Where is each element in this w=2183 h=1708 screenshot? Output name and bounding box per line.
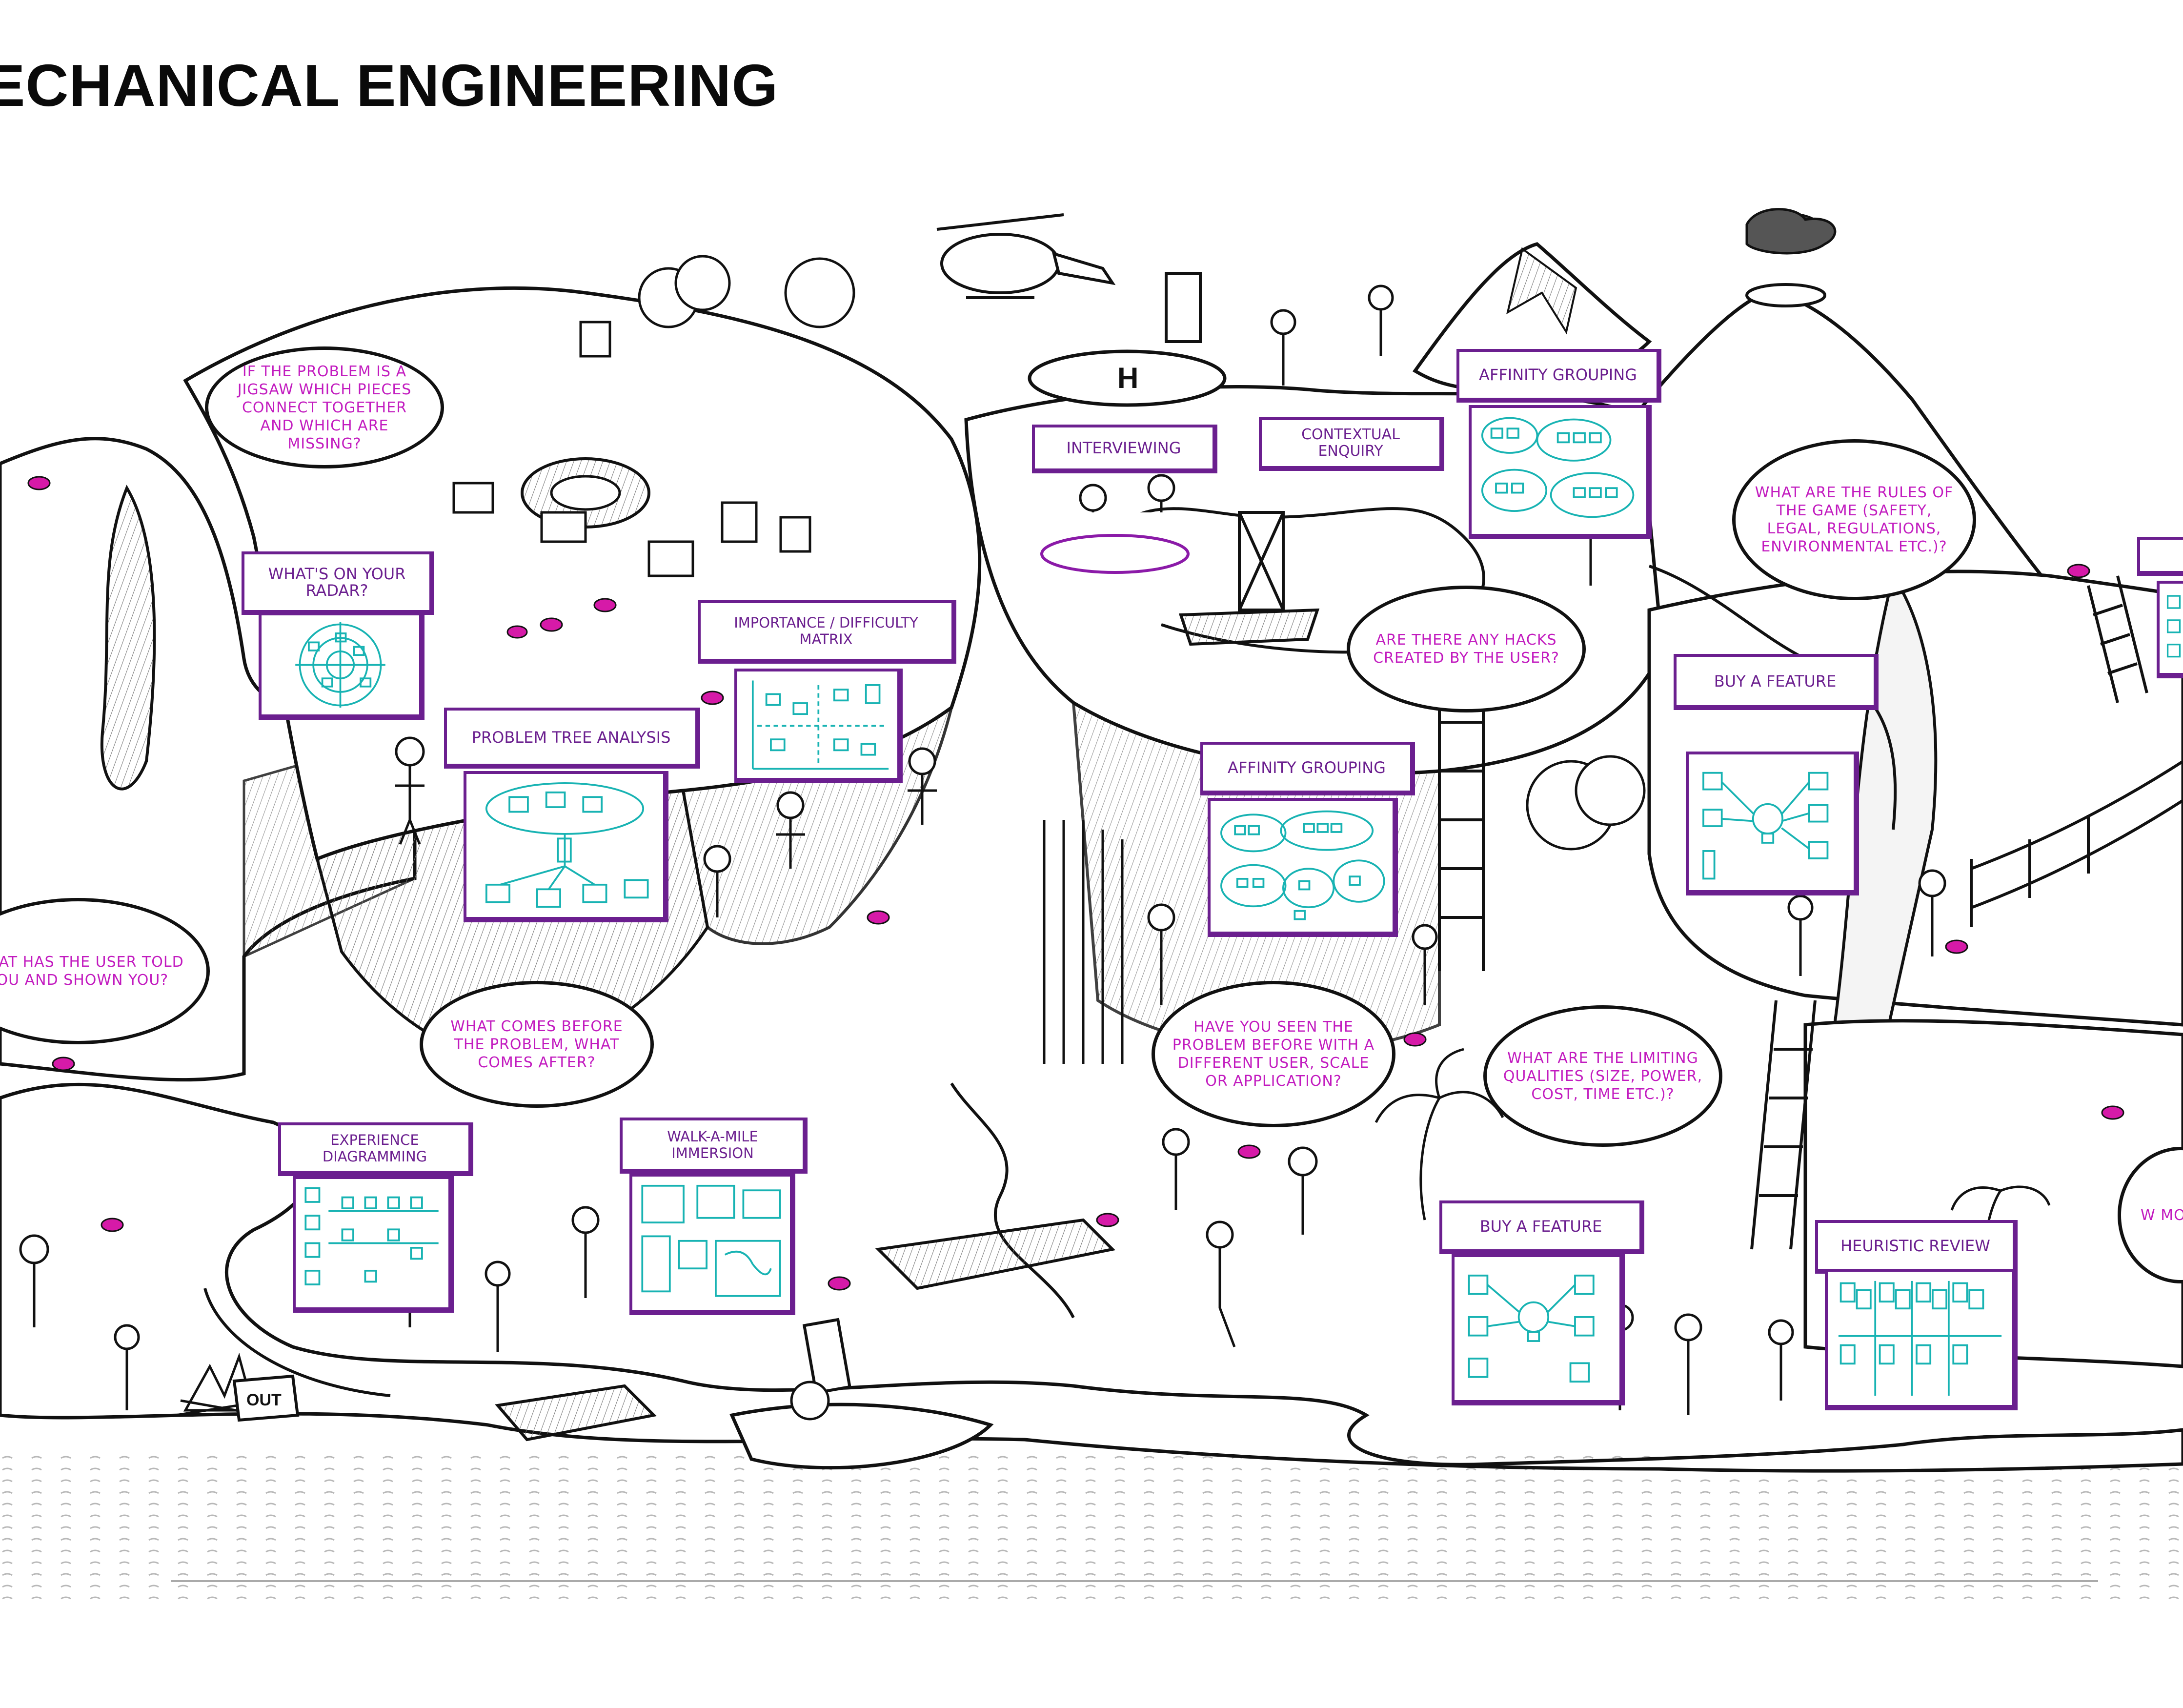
people <box>19 285 1946 1415</box>
board-partial-right <box>2157 581 2183 678</box>
jigsaw-pieces <box>452 321 811 577</box>
question-bubble-user-told: WHAT HAS THE USER TOLD YOU AND SHOWN YOU… <box>0 898 210 1044</box>
helipad-letter: H <box>1117 362 1138 394</box>
boat <box>729 1318 994 1470</box>
helicopter-icon <box>936 213 1116 299</box>
label-affinity-grouping-middle: AFFINITY GROUPING <box>1200 742 1415 795</box>
ladder <box>1438 575 2148 1250</box>
label-partial-right-top <box>2137 537 2183 576</box>
board-walk-a-mile <box>629 1174 795 1315</box>
label-buy-a-feature-bottom: BUY A FEATURE <box>1439 1200 1644 1254</box>
board-buy-a-feature-bottom <box>1452 1254 1625 1405</box>
board-problem-tree <box>464 771 668 922</box>
question-bubble-before-after: WHAT COMES BEFORE THE PROBLEM, WHAT COME… <box>420 981 654 1108</box>
label-importance-difficulty-matrix: IMPORTANCE / DIFFICULTY MATRIX <box>698 600 956 664</box>
page-title: ECHANICAL ENGINEERING <box>0 52 779 119</box>
label-whats-on-your-radar: WHAT'S ON YOUR RADAR? <box>242 551 434 615</box>
board-radar <box>259 612 424 720</box>
out-box-label: OUT <box>246 1391 282 1409</box>
label-buy-a-feature-right: BUY A FEATURE <box>1674 654 1879 710</box>
label-experience-diagramming: EXPERIENCE DIAGRAMMING <box>278 1122 473 1176</box>
label-walk-a-mile-immersion: WALK-A-MILE IMMERSION <box>620 1118 808 1174</box>
label-contextual-enquiry: CONTEXTUAL ENQUIRY <box>1259 417 1444 471</box>
label-heuristic-review: HEURISTIC REVIEW <box>1815 1220 2018 1274</box>
raft <box>1178 511 1320 646</box>
board-affinity-top <box>1469 405 1652 539</box>
board-affinity-middle <box>1208 798 1398 937</box>
label-interviewing: INTERVIEWING <box>1032 425 1217 473</box>
cloud <box>1745 208 1837 255</box>
question-bubble-jigsaw: IF THE PROBLEM IS A JIGSAW WHICH PIECES … <box>205 346 444 468</box>
question-bubble-hacks: ARE THERE ANY HACKS CREATED BY THE USER? <box>1347 586 1586 712</box>
jetty <box>495 1384 657 1442</box>
label-affinity-grouping-top: AFFINITY GROUPING <box>1456 349 1661 403</box>
board-interviewing-scene <box>1034 512 1195 576</box>
board-buy-a-feature-right <box>1686 752 1859 895</box>
question-bubble-rules: WHAT ARE THE RULES OF THE GAME (SAFETY, … <box>1732 439 1976 600</box>
helipad: H <box>1028 272 1227 407</box>
rope-bridge <box>1970 760 2183 927</box>
gems <box>27 476 2124 1291</box>
board-importance-matrix <box>734 669 903 783</box>
label-problem-tree-analysis: PROBLEM TREE ANALYSIS <box>444 708 700 769</box>
question-bubble-seen-before: HAVE YOU SEEN THE PROBLEM BEFORE WITH A … <box>1152 981 1395 1127</box>
palm-trees <box>638 255 2051 1279</box>
question-bubble-limiting-qualities: WHAT ARE THE LIMITING QUALITIES (SIZE, P… <box>1483 1005 1722 1147</box>
out-box: OUT <box>232 1374 300 1422</box>
bridge-planks <box>875 1218 1116 1290</box>
board-heuristic-review <box>1825 1269 2018 1410</box>
board-experience-diagramming <box>293 1176 454 1313</box>
